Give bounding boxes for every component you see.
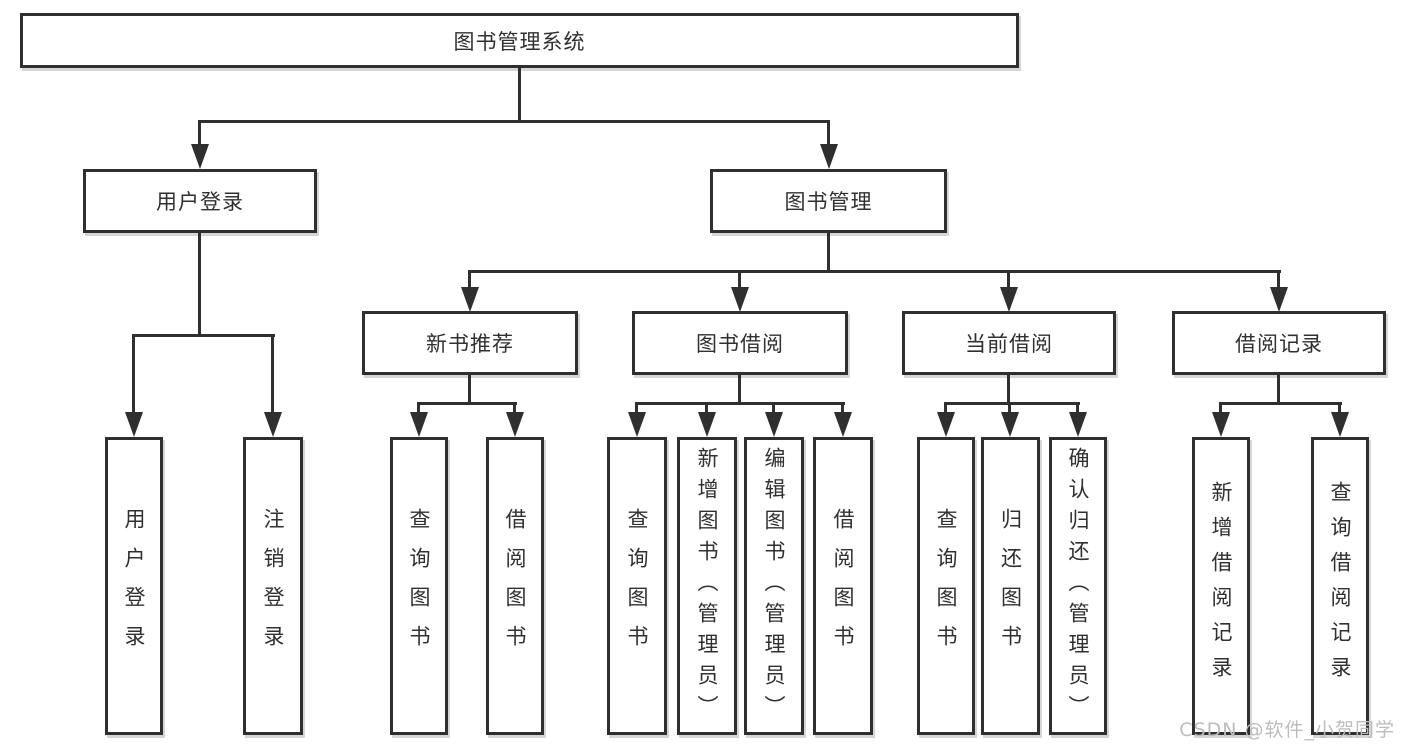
leaf-label: 归还图书 — [998, 508, 1023, 664]
edge-new-book-recommend-rail — [417, 402, 517, 405]
node-book-management-label: 图书管理 — [784, 190, 873, 214]
arrowhead-leaf — [1212, 412, 1230, 437]
node-borrow-records: 借阅记录 — [1172, 311, 1386, 375]
edge-borrow-records-stem — [1277, 375, 1280, 405]
leaf-query-books-borrow: 查询图书 — [607, 437, 667, 735]
leaf-label: 查询图书 — [934, 508, 958, 664]
arrowhead-leaf — [1001, 412, 1019, 437]
arrowhead-new-book-recommend — [461, 287, 479, 312]
edge-user-login-rail — [132, 334, 275, 337]
arrowhead-user-login — [191, 144, 209, 169]
arrowhead-leaf — [698, 412, 716, 437]
leaf-borrow-books-recommend: 借阅图书 — [486, 437, 544, 735]
leaf-label: 确认归还（管理员） — [1066, 446, 1090, 726]
edge-new-book-recommend-stem — [468, 375, 471, 405]
leaf-return-books: 归还图书 — [981, 437, 1040, 735]
edge-to-leaf — [1076, 402, 1079, 416]
node-book-management: 图书管理 — [710, 169, 947, 233]
arrowhead-leaf — [765, 412, 783, 437]
leaf-logout: 注销登录 — [243, 437, 303, 735]
edge-to-leaf — [635, 402, 638, 416]
edge-to-book-borrow — [738, 270, 741, 290]
edge-to-borrow-records — [1277, 270, 1280, 290]
leaf-edit-books-admin: 编辑图书（管理员） — [744, 437, 804, 735]
leaf-borrow-books: 借阅图书 — [813, 437, 873, 735]
edge-root-rail — [198, 120, 830, 123]
node-current-borrow-label: 当前借阅 — [965, 332, 1053, 356]
node-new-book-recommend: 新书推荐 — [362, 311, 578, 375]
edge-to-leaf — [417, 402, 420, 416]
node-user-login-label: 用户登录 — [156, 190, 244, 214]
leaf-query-books-recommend: 查询图书 — [390, 437, 448, 735]
arrowhead-leaf-logout — [264, 412, 282, 437]
leaf-label: 编辑图书（管理员） — [762, 446, 786, 726]
leaf-label: 用户登录 — [122, 508, 146, 664]
edge-to-leaf — [1219, 402, 1222, 416]
edge-user-login-stem — [198, 233, 201, 336]
edge-book-borrow-rail — [635, 402, 845, 405]
arrowhead-leaf — [834, 412, 852, 437]
leaf-label: 查询图书 — [625, 508, 649, 664]
arrowhead-leaf — [1331, 412, 1349, 437]
leaf-add-borrow-record: 新增借阅记录 — [1192, 437, 1250, 735]
arrowhead-leaf — [410, 412, 428, 437]
edge-to-leaf — [705, 402, 708, 416]
arrowhead-book-management — [820, 144, 838, 169]
leaf-user-login: 用户登录 — [105, 437, 163, 735]
leaf-label: 注销登录 — [261, 508, 285, 664]
edge-borrow-records-rail — [1219, 402, 1342, 405]
edge-to-leaf — [1338, 402, 1341, 416]
leaf-label: 查询图书 — [407, 508, 431, 664]
leaf-query-books-current: 查询图书 — [917, 437, 975, 735]
node-root-label: 图书管理系统 — [453, 29, 586, 54]
arrowhead-leaf — [937, 412, 955, 437]
arrowhead-book-borrow — [731, 287, 749, 312]
edge-to-new-book-recommend — [468, 270, 471, 290]
edge-book-management-stem — [827, 233, 830, 273]
node-user-login: 用户登录 — [83, 169, 317, 233]
arrowhead-current-borrow — [1000, 287, 1018, 312]
watermark: CSDN @软件_小贺同学 — [1179, 719, 1395, 741]
edge-to-leaf-logout — [271, 334, 274, 414]
arrowhead-leaf — [1069, 412, 1087, 437]
edge-root-stem — [518, 68, 521, 123]
edge-to-leaf — [513, 402, 516, 416]
leaf-label: 借阅图书 — [831, 508, 855, 664]
edge-current-borrow-stem — [1007, 375, 1010, 405]
edge-book-management-rail — [468, 270, 1281, 273]
edge-book-borrow-stem — [738, 375, 741, 405]
node-borrow-records-label: 借阅记录 — [1235, 332, 1323, 356]
node-book-borrow: 图书借阅 — [632, 311, 848, 375]
node-current-borrow: 当前借阅 — [902, 311, 1116, 375]
node-new-book-recommend-label: 新书推荐 — [426, 332, 514, 356]
leaf-query-borrow-record: 查询借阅记录 — [1311, 437, 1369, 735]
edge-current-borrow-rail — [944, 402, 1080, 405]
edge-root-to-book-management — [827, 120, 830, 148]
edge-to-leaf — [944, 402, 947, 416]
arrowhead-borrow-records — [1270, 287, 1288, 312]
leaf-confirm-return-admin: 确认归还（管理员） — [1049, 437, 1107, 735]
arrowhead-leaf — [628, 412, 646, 437]
edge-to-leaf-login — [132, 334, 135, 414]
leaf-label: 借阅图书 — [503, 508, 527, 664]
leaf-label: 新增图书（管理员） — [695, 446, 719, 726]
arrowhead-leaf-login — [125, 412, 143, 437]
leaf-label: 查询借阅记录 — [1328, 481, 1352, 691]
edge-to-leaf — [841, 402, 844, 416]
edge-to-leaf — [772, 402, 775, 416]
arrowhead-leaf — [506, 412, 524, 437]
leaf-add-books-admin: 新增图书（管理员） — [677, 437, 737, 735]
edge-to-current-borrow — [1007, 270, 1010, 290]
edge-to-leaf — [1008, 402, 1011, 416]
edge-root-to-user-login — [198, 120, 201, 148]
node-book-borrow-label: 图书借阅 — [696, 332, 784, 356]
leaf-label: 新增借阅记录 — [1209, 481, 1233, 691]
node-root: 图书管理系统 — [20, 13, 1019, 68]
